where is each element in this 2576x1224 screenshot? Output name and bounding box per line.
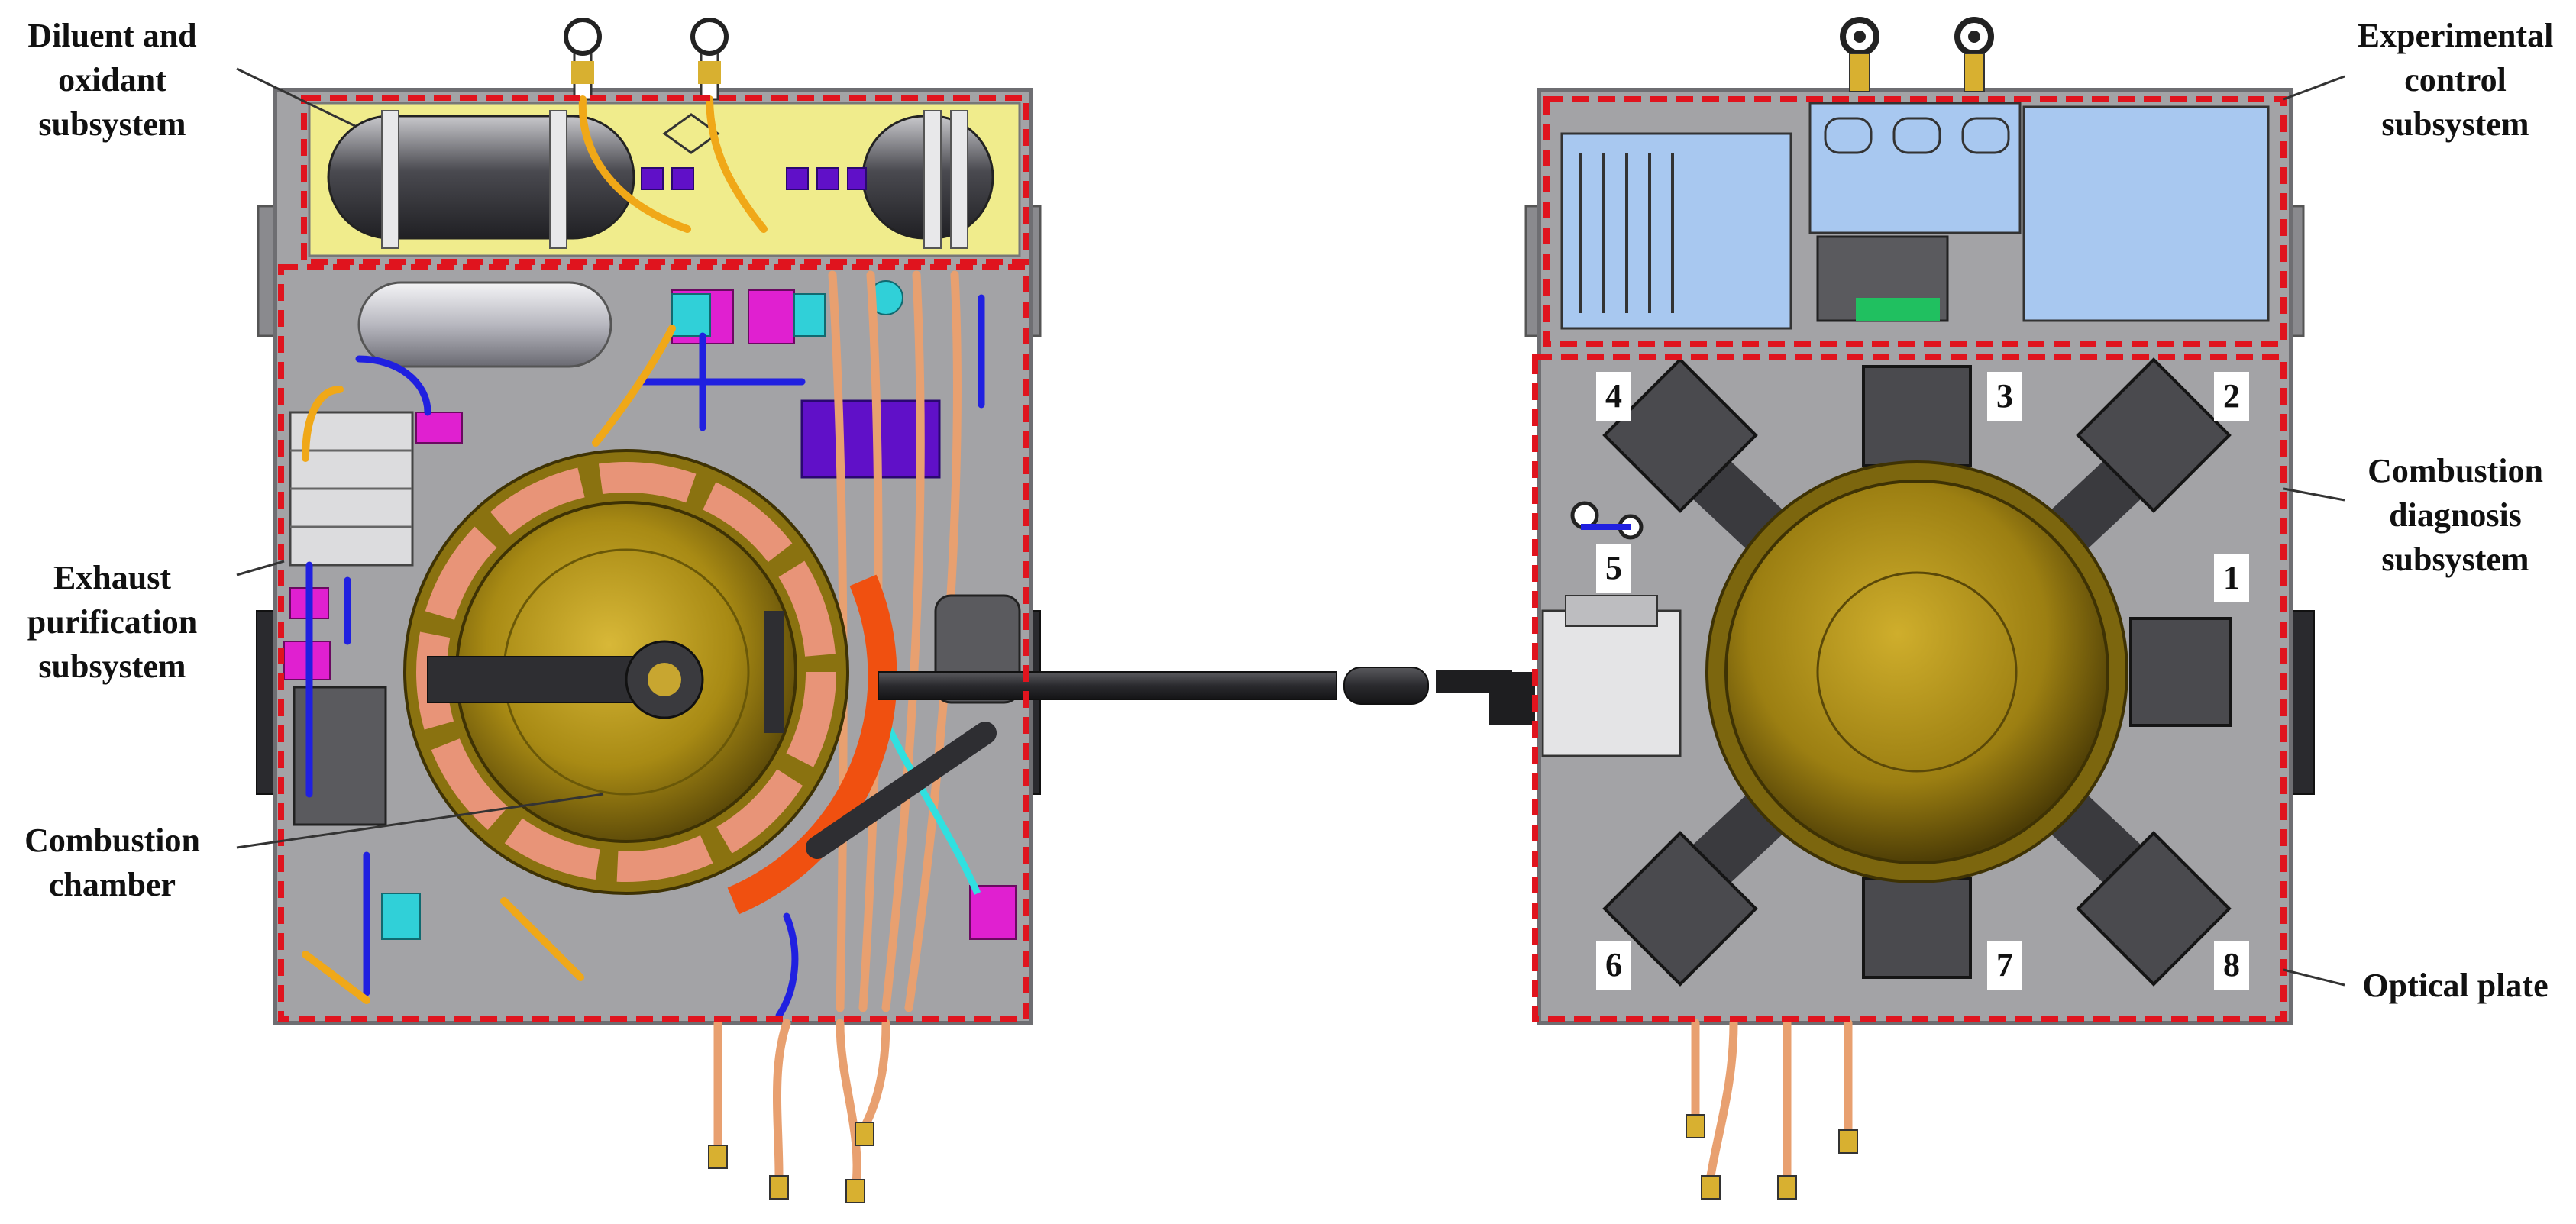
leader-lines [236, 67, 2345, 987]
oxidant-tanks [327, 110, 994, 249]
label-combustion-diagnosis-subsystem: Combustion diagnosis subsystem [2368, 452, 2543, 578]
port-label-5: 5 [1596, 544, 1631, 593]
exhaust-boundary [278, 264, 1029, 1022]
port-label-6: 6 [1596, 941, 1631, 990]
control-electronics [1560, 102, 2270, 330]
diluent-boundary [301, 95, 1029, 265]
port-label-3: 3 [1987, 372, 2022, 421]
top-fittings-left [564, 18, 729, 101]
left-assembly [256, 18, 1042, 1203]
port-label-8: 8 [2214, 941, 2249, 990]
label-experimental-control-subsystem: Experimental control subsystem [2357, 17, 2554, 143]
subsystem-boundaries [278, 95, 2287, 1022]
diagnosis-boundary [1532, 354, 2287, 1022]
exhaust-filters [289, 411, 414, 826]
combustion-chamber-drawing [403, 449, 897, 915]
camera-module [1541, 609, 1682, 757]
control-boundary [1543, 96, 2287, 347]
port-label-1: 1 [2214, 554, 2249, 602]
connecting-handle [878, 667, 1535, 725]
label-diluent-oxidant-subsystem: Diluent and oxidant subsystem [27, 17, 197, 143]
port-label-7: 7 [1987, 941, 2022, 990]
diluent-tank [357, 281, 612, 368]
port-label-2: 2 [2214, 372, 2249, 421]
port-label-4: 4 [1596, 372, 1631, 421]
label-combustion-chamber: Combustion chamber [24, 822, 200, 903]
right-assembly [1524, 17, 2315, 1200]
label-exhaust-purification-subsystem: Exhaust purification subsystem [27, 559, 198, 685]
top-fittings-right [1840, 17, 1994, 92]
optical-windows [1602, 357, 2232, 987]
label-optical-plate: Optical plate [2362, 967, 2549, 1004]
